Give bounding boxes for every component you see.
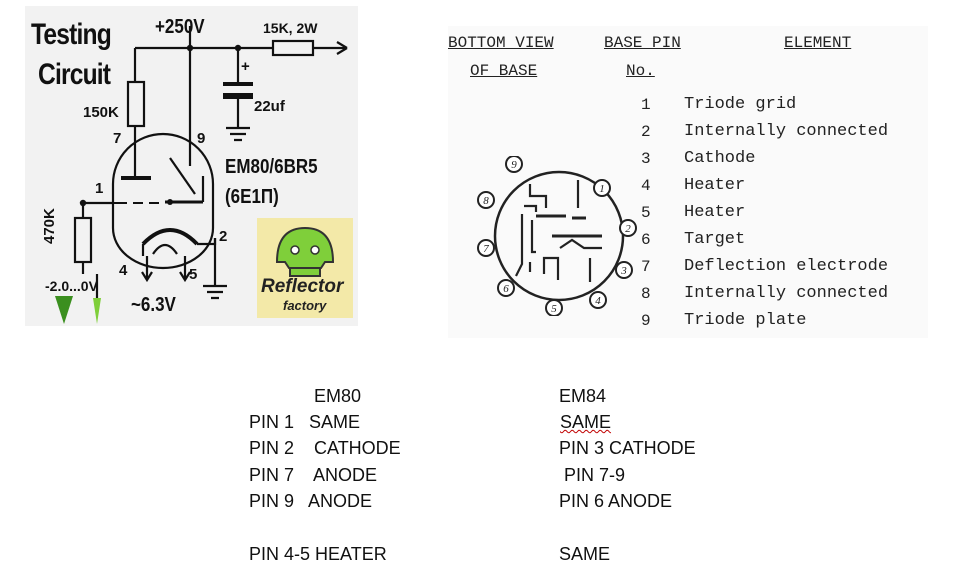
base-pin-label: 5 bbox=[551, 303, 557, 315]
pin-table-panel: BOTTOM VIEW OF BASE BASE PIN No. ELEMENT… bbox=[448, 26, 928, 338]
comparison-left: PIN 1 SAME bbox=[249, 412, 361, 432]
logo-text-reflector: Reflector bbox=[261, 276, 344, 297]
resistor-470k bbox=[73, 216, 93, 264]
base-pins bbox=[477, 156, 637, 316]
pin-number: 5 bbox=[641, 204, 651, 222]
pin-element: Internally connected bbox=[684, 284, 889, 303]
bias-triangle-right bbox=[93, 298, 101, 324]
heater-voltage-label: ~6.3V bbox=[131, 294, 176, 316]
base-pin-label: 2 bbox=[625, 223, 631, 235]
comparison-left: PIN 2 CATHODE bbox=[249, 438, 401, 458]
pin1-label: 1 bbox=[95, 180, 104, 197]
pin-number: 9 bbox=[641, 312, 651, 330]
pin-number: 6 bbox=[641, 231, 651, 249]
base-pin-7 bbox=[477, 239, 495, 257]
comparison-left: PIN 7 ANODE bbox=[249, 465, 378, 485]
resistor-150k bbox=[126, 80, 146, 128]
pin-element: Heater bbox=[684, 203, 746, 222]
pin-number: 1 bbox=[641, 96, 651, 114]
resistor-15k bbox=[271, 39, 315, 57]
pin7-label: 7 bbox=[113, 130, 122, 147]
pin-number: 3 bbox=[641, 150, 651, 168]
pin-number: 8 bbox=[641, 285, 651, 303]
comparison-right: PIN 7-9 bbox=[559, 465, 626, 485]
header-bottom-view: BOTTOM VIEW bbox=[448, 34, 554, 52]
circuit-schematic bbox=[55, 26, 353, 324]
pin-number: 4 bbox=[641, 177, 651, 195]
pin-element: Cathode bbox=[684, 149, 756, 168]
logo-text-factory: factory bbox=[283, 298, 327, 313]
base-pin-4 bbox=[589, 291, 607, 309]
base-pin-label: 1 bbox=[599, 183, 605, 195]
base-pin-label: 3 bbox=[620, 265, 627, 277]
supply-voltage-label: +250V bbox=[155, 16, 205, 38]
pin4-label: 4 bbox=[119, 262, 128, 279]
tube-ground bbox=[203, 284, 227, 300]
pin9-label: 9 bbox=[197, 130, 206, 147]
comparison-right: PIN 3 CATHODE bbox=[559, 438, 696, 458]
testing-circuit-diagram: Testing Circuit +250V 15K, 2W + 22uf 150… bbox=[25, 6, 358, 326]
comparison-right: PIN 6 ANODE bbox=[559, 491, 673, 511]
base-pinout-diagram: 1 2 3 4 5 6 7 8 9 bbox=[477, 156, 637, 316]
resistor-470k-label: 470K bbox=[41, 208, 58, 244]
base-pin-8 bbox=[477, 191, 495, 209]
base-pin-5 bbox=[545, 299, 563, 316]
base-pin-1 bbox=[593, 179, 611, 197]
comparison-left: PIN 4-5 HEATER bbox=[249, 544, 387, 564]
pin-number: 2 bbox=[641, 123, 651, 141]
pin-element: Triode plate bbox=[684, 311, 807, 330]
resistor-150k-label: 150K bbox=[83, 104, 119, 121]
cap-ground bbox=[226, 126, 250, 142]
base-pin-label: 4 bbox=[595, 295, 601, 307]
pin-element: Target bbox=[684, 230, 746, 249]
header-of-base: OF BASE bbox=[470, 62, 538, 80]
comparison-right: SAME bbox=[559, 544, 611, 564]
base-pin-label: 7 bbox=[483, 243, 489, 255]
comparison-header-em80: EM80 bbox=[314, 386, 362, 406]
pin-element: Deflection electrode bbox=[684, 257, 889, 276]
base-electrodes bbox=[515, 180, 602, 282]
circuit-title-line2: Circuit bbox=[38, 58, 111, 91]
base-pin-9 bbox=[505, 156, 523, 173]
header-base-pin: BASE PIN bbox=[604, 34, 681, 52]
header-pin-no: No. bbox=[626, 62, 655, 80]
bias-triangle-left bbox=[55, 296, 73, 324]
capacitor-plus-label: + bbox=[241, 58, 250, 75]
base-pin-label: 8 bbox=[483, 195, 489, 207]
pin-element: Triode grid bbox=[684, 95, 797, 114]
resistor-15k-label: 15K, 2W bbox=[263, 20, 318, 36]
tube-alt-label: (6E1П) bbox=[225, 186, 279, 208]
base-pin-6 bbox=[497, 279, 515, 297]
base-pin-label: 6 bbox=[503, 283, 509, 295]
comparison-right: SAME bbox=[560, 412, 612, 432]
base-outline bbox=[493, 170, 625, 302]
tube-name-label: EM80/6BR5 bbox=[225, 156, 318, 178]
pin-element: Heater bbox=[684, 176, 746, 195]
header-element: ELEMENT bbox=[784, 34, 852, 52]
pin-number: 7 bbox=[641, 258, 651, 276]
base-pin-label: 9 bbox=[511, 159, 517, 171]
reflector-logo-icon bbox=[275, 226, 335, 277]
comparison-header-em84: EM84 bbox=[559, 386, 607, 406]
base-pin-3 bbox=[615, 261, 633, 279]
capacitor-label: 22uf bbox=[254, 98, 285, 115]
pin2-label: 2 bbox=[219, 228, 228, 245]
bias-voltage-label: -2.0...0V bbox=[45, 278, 98, 294]
tube-envelope bbox=[111, 132, 215, 270]
pin5-label: 5 bbox=[189, 266, 198, 283]
output-arrow bbox=[336, 41, 348, 55]
circuit-title-line1: Testing bbox=[31, 18, 112, 51]
comparison-left: PIN 9 ANODE bbox=[249, 491, 373, 511]
pin-element: Internally connected bbox=[684, 122, 889, 141]
base-pin-2 bbox=[619, 219, 637, 237]
